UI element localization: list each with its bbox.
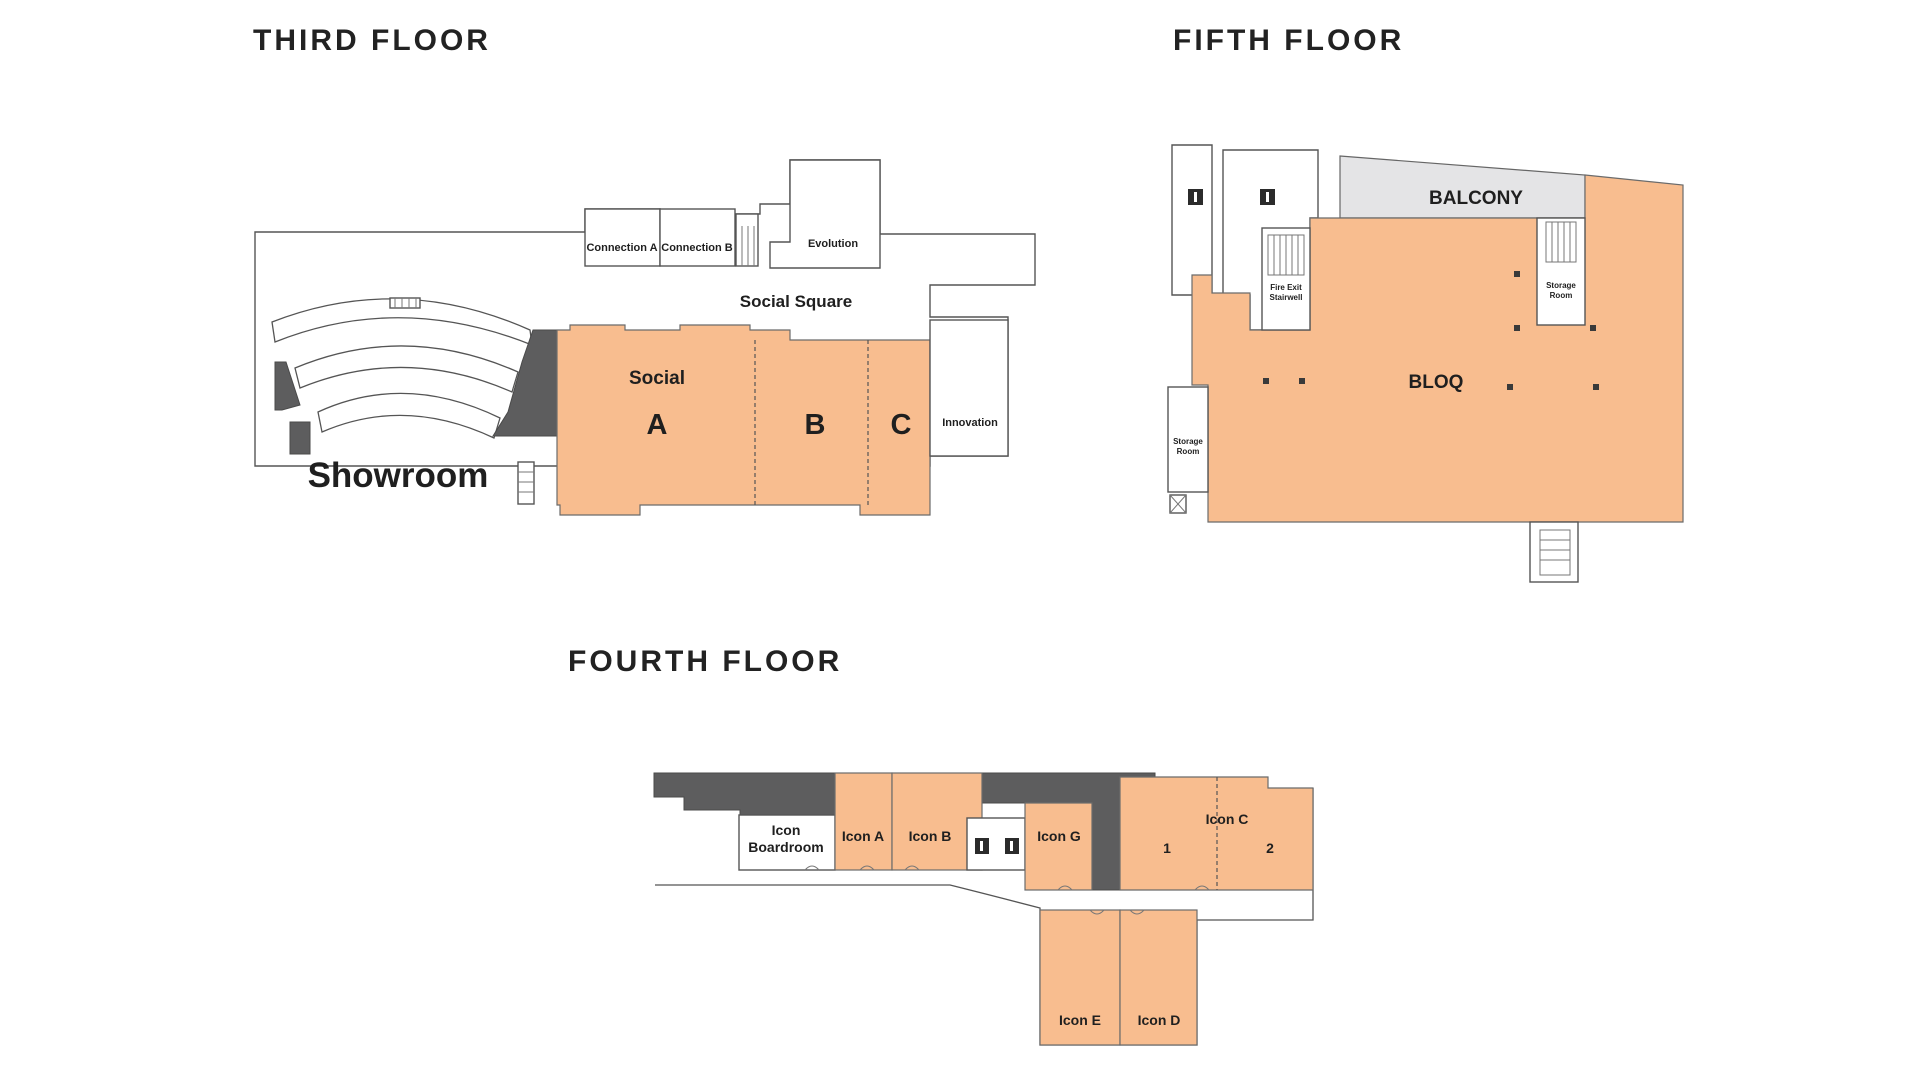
third-floor: THIRD FLOOR Connection A Connection B Ev… — [253, 24, 1036, 516]
fourth-floor: FOURTH FLOOR Icon Boardroom Icon A Icon … — [568, 645, 1314, 1046]
icon-c-2-label: 2 — [1266, 840, 1274, 856]
connection-a-label: Connection A — [586, 242, 657, 254]
connection-b-room[interactable] — [659, 208, 736, 267]
innovation-room[interactable] — [929, 319, 1009, 457]
icon-e-room[interactable] — [1039, 909, 1121, 1046]
storage-right-label-line2: Room — [1550, 291, 1573, 300]
fire-exit-stairwell[interactable] — [1261, 227, 1311, 331]
fourth-floor-service-band-left — [653, 772, 836, 816]
icon-a-label: Icon A — [842, 828, 884, 844]
social-label: Social — [629, 368, 685, 389]
icon-e-label: Icon E — [1059, 1012, 1101, 1028]
showroom-service-area-small — [289, 421, 311, 455]
social-room-abc[interactable] — [556, 324, 931, 516]
social-c-label: C — [891, 409, 912, 441]
social-a-label: A — [647, 409, 668, 441]
column-icon — [1263, 271, 1599, 390]
icon-c-label: Icon C — [1206, 811, 1249, 827]
bloq-label: BLOQ — [1409, 372, 1464, 393]
icon-d-room[interactable] — [1119, 909, 1198, 1046]
storage-left-label-line2: Room — [1177, 447, 1200, 456]
restroom-icon — [975, 838, 989, 854]
icon-a-room[interactable] — [834, 772, 893, 871]
icon-b-label: Icon B — [909, 828, 952, 844]
third-floor-title: THIRD FLOOR — [253, 24, 491, 57]
icon-g-room[interactable] — [1024, 802, 1093, 891]
door-swings — [804, 865, 1210, 915]
fifth-floor-title: FIFTH FLOOR — [1173, 24, 1404, 57]
icon-g-label: Icon G — [1037, 828, 1081, 844]
balcony-label: BALCONY — [1429, 188, 1523, 209]
showroom-service-area-left — [274, 361, 301, 411]
fifth-floor-restroom-core-left — [1171, 144, 1213, 296]
stairs-icon — [735, 213, 759, 267]
fifth-floor: FIFTH FLOOR BALCONY Fire Exit Stairwe — [1167, 24, 1684, 583]
restroom-icon — [1188, 189, 1203, 205]
fourth-floor-title: FOURTH FLOOR — [568, 645, 842, 678]
storage-right-label-line1: Storage — [1546, 281, 1576, 290]
stairs-icon — [1529, 521, 1579, 583]
restroom-icon — [1005, 838, 1019, 854]
fire-exit-label-line1: Fire Exit — [1270, 283, 1302, 292]
evolution-label: Evolution — [808, 238, 858, 250]
storage-room-right[interactable] — [1536, 217, 1586, 326]
innovation-label: Innovation — [942, 417, 998, 429]
evolution-room[interactable] — [769, 159, 881, 269]
icon-d-label: Icon D — [1138, 1012, 1181, 1028]
social-b-label: B — [805, 409, 826, 441]
boardroom-label-line1: Icon — [772, 822, 801, 838]
social-square-label: Social Square — [740, 292, 852, 311]
storage-left-label-line1: Storage — [1173, 437, 1203, 446]
stairs-icon — [517, 461, 535, 505]
connection-b-label: Connection B — [661, 242, 733, 254]
elevator-icon — [1169, 494, 1187, 514]
boardroom-label-line2: Boardroom — [748, 839, 823, 855]
restroom-icon — [1260, 189, 1275, 205]
showroom-label: Showroom — [308, 456, 489, 495]
connection-a-room[interactable] — [584, 208, 661, 267]
icon-c-1-label: 1 — [1163, 840, 1171, 856]
fire-exit-label-line2: Stairwell — [1270, 293, 1303, 302]
storage-room-left[interactable] — [1167, 386, 1209, 493]
